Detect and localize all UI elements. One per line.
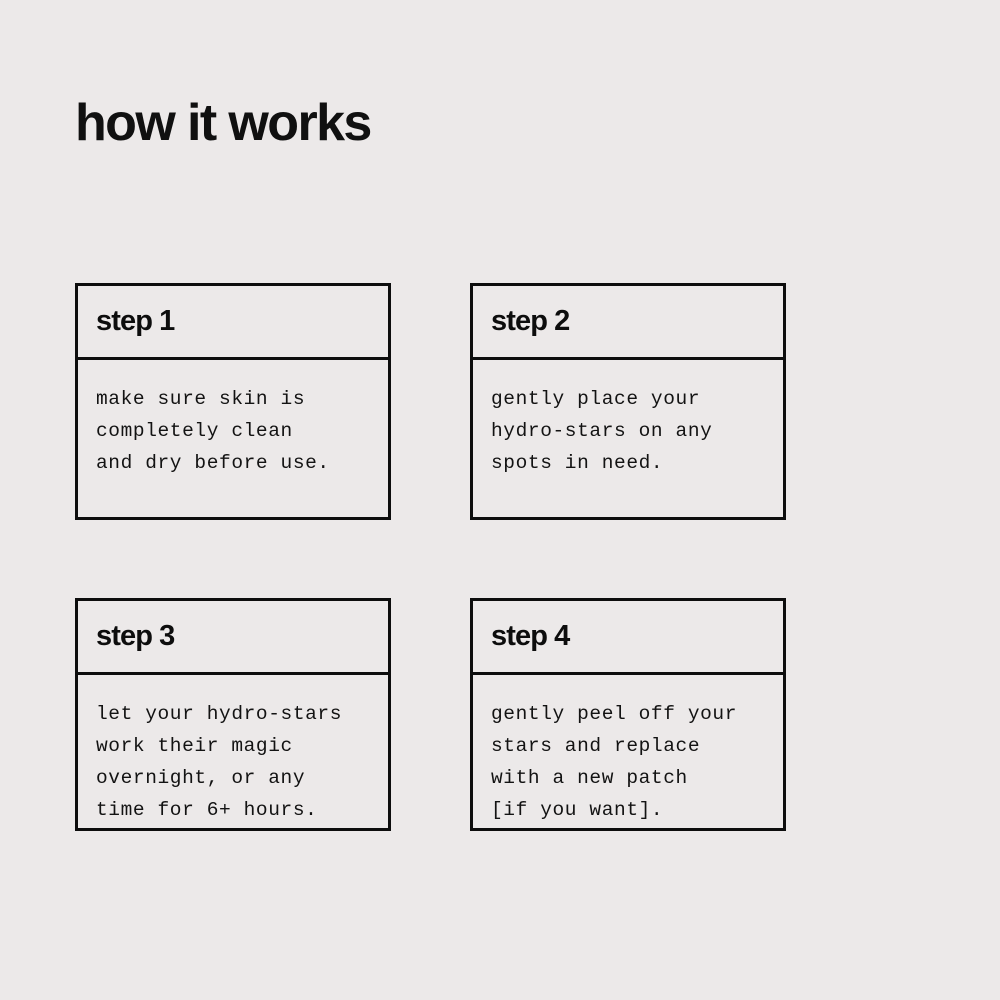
- step-card-2-line-3: spots in need.: [491, 452, 664, 474]
- step-card-1-title: step 1: [96, 304, 175, 337]
- step-card-1-line-2: completely clean: [96, 420, 293, 442]
- step-card-4-line-4: [if you want].: [491, 799, 664, 821]
- step-card-3-body: let your hydro-stars work their magic ov…: [78, 675, 388, 844]
- step-card-3-line-4: time for 6+ hours.: [96, 799, 318, 821]
- page-title: how it works: [75, 94, 372, 152]
- step-card-4-line-1: gently peel off your: [491, 703, 738, 725]
- step-card-3-line-2: work their magic: [96, 735, 293, 757]
- step-card-2-body: gently place your hydro-stars on any spo…: [473, 360, 783, 497]
- step-card-4-body: gently peel off your stars and replace w…: [473, 675, 783, 844]
- step-card-2-line-1: gently place your: [491, 388, 701, 410]
- step-card-4-line-2: stars and replace: [491, 735, 701, 757]
- step-card-2: step 2 gently place your hydro-stars on …: [470, 283, 786, 520]
- step-card-3-line-1: let your hydro-stars: [96, 703, 343, 725]
- step-card-1-line-3: and dry before use.: [96, 452, 330, 474]
- step-card-4-line-3: with a new patch: [491, 767, 688, 789]
- step-card-1-line-1: make sure skin is: [96, 388, 306, 410]
- step-card-4-header: step 4: [473, 601, 783, 675]
- step-card-1-body: make sure skin is completely clean and d…: [78, 360, 388, 497]
- step-card-3-header: step 3: [78, 601, 388, 675]
- step-card-2-header: step 2: [473, 286, 783, 360]
- step-card-4: step 4 gently peel off your stars and re…: [470, 598, 786, 831]
- step-card-2-title: step 2: [491, 304, 570, 337]
- step-card-3-title: step 3: [96, 619, 175, 652]
- step-card-1-header: step 1: [78, 286, 388, 360]
- step-card-4-title: step 4: [491, 619, 570, 652]
- step-card-3: step 3 let your hydro-stars work their m…: [75, 598, 391, 831]
- step-card-2-line-2: hydro-stars on any: [491, 420, 713, 442]
- step-card-3-line-3: overnight, or any: [96, 767, 306, 789]
- step-card-1: step 1 make sure skin is completely clea…: [75, 283, 391, 520]
